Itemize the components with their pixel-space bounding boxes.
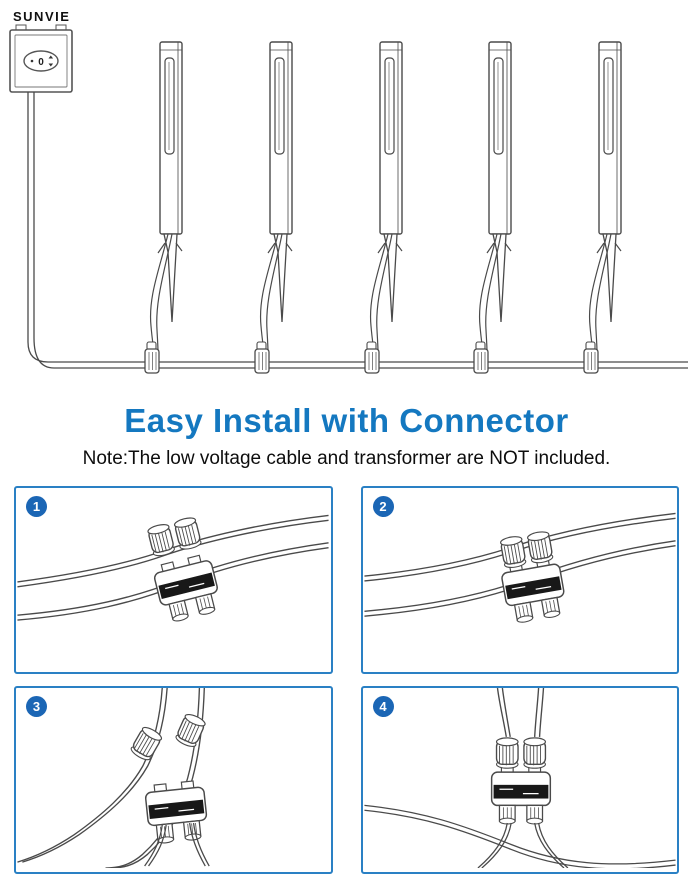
exit-wires — [144, 822, 210, 867]
cable-connector — [254, 341, 270, 374]
steps-grid: 1 2 — [0, 486, 693, 874]
path-light — [588, 41, 622, 353]
path-light — [149, 41, 183, 353]
wire-connector — [146, 515, 223, 624]
cable-connector — [583, 341, 599, 374]
wire-connector — [144, 780, 209, 845]
cable — [496, 688, 544, 738]
path-light — [478, 41, 512, 353]
path-light — [259, 41, 293, 353]
power-button-icon: 0 — [23, 50, 59, 72]
connector-illustration-step-3 — [17, 688, 210, 868]
power-display: 0 — [38, 57, 44, 68]
main-cable — [27, 92, 688, 369]
loose-cap — [128, 724, 164, 763]
exit-wires — [477, 822, 568, 868]
page-title: Easy Install with Connector — [124, 402, 569, 439]
loose-cap — [173, 711, 208, 750]
note-text: Note:The low voltage cable and transform… — [82, 448, 611, 469]
step-badge: 2 — [372, 496, 394, 517]
path-light — [369, 41, 403, 353]
cable-connector — [144, 341, 160, 374]
step-panel-3: 3 — [14, 686, 333, 874]
background-cable — [363, 804, 676, 868]
cable — [17, 688, 205, 868]
step-panel-4: 4 — [360, 686, 679, 874]
connector-illustration-step-2 — [363, 512, 676, 668]
wire-connector — [491, 738, 550, 824]
transformer-unit: SUNVIE 0 — [9, 9, 73, 93]
connector-illustration-step-4 — [363, 688, 676, 868]
step-badge: 4 — [372, 696, 394, 717]
wire-connector — [495, 530, 568, 625]
installation-diagram: SUNVIE 0 — [9, 9, 688, 374]
cable-connector — [473, 341, 489, 374]
step-panel-2: 2 — [360, 486, 679, 674]
cable-connector — [364, 341, 380, 374]
connector-illustration-step-1 — [17, 514, 329, 668]
step-badge: 1 — [26, 496, 47, 517]
step-badge: 3 — [26, 696, 47, 717]
step-panel-1: 1 — [14, 486, 333, 674]
brand-logo: SUNVIE — [13, 9, 70, 24]
